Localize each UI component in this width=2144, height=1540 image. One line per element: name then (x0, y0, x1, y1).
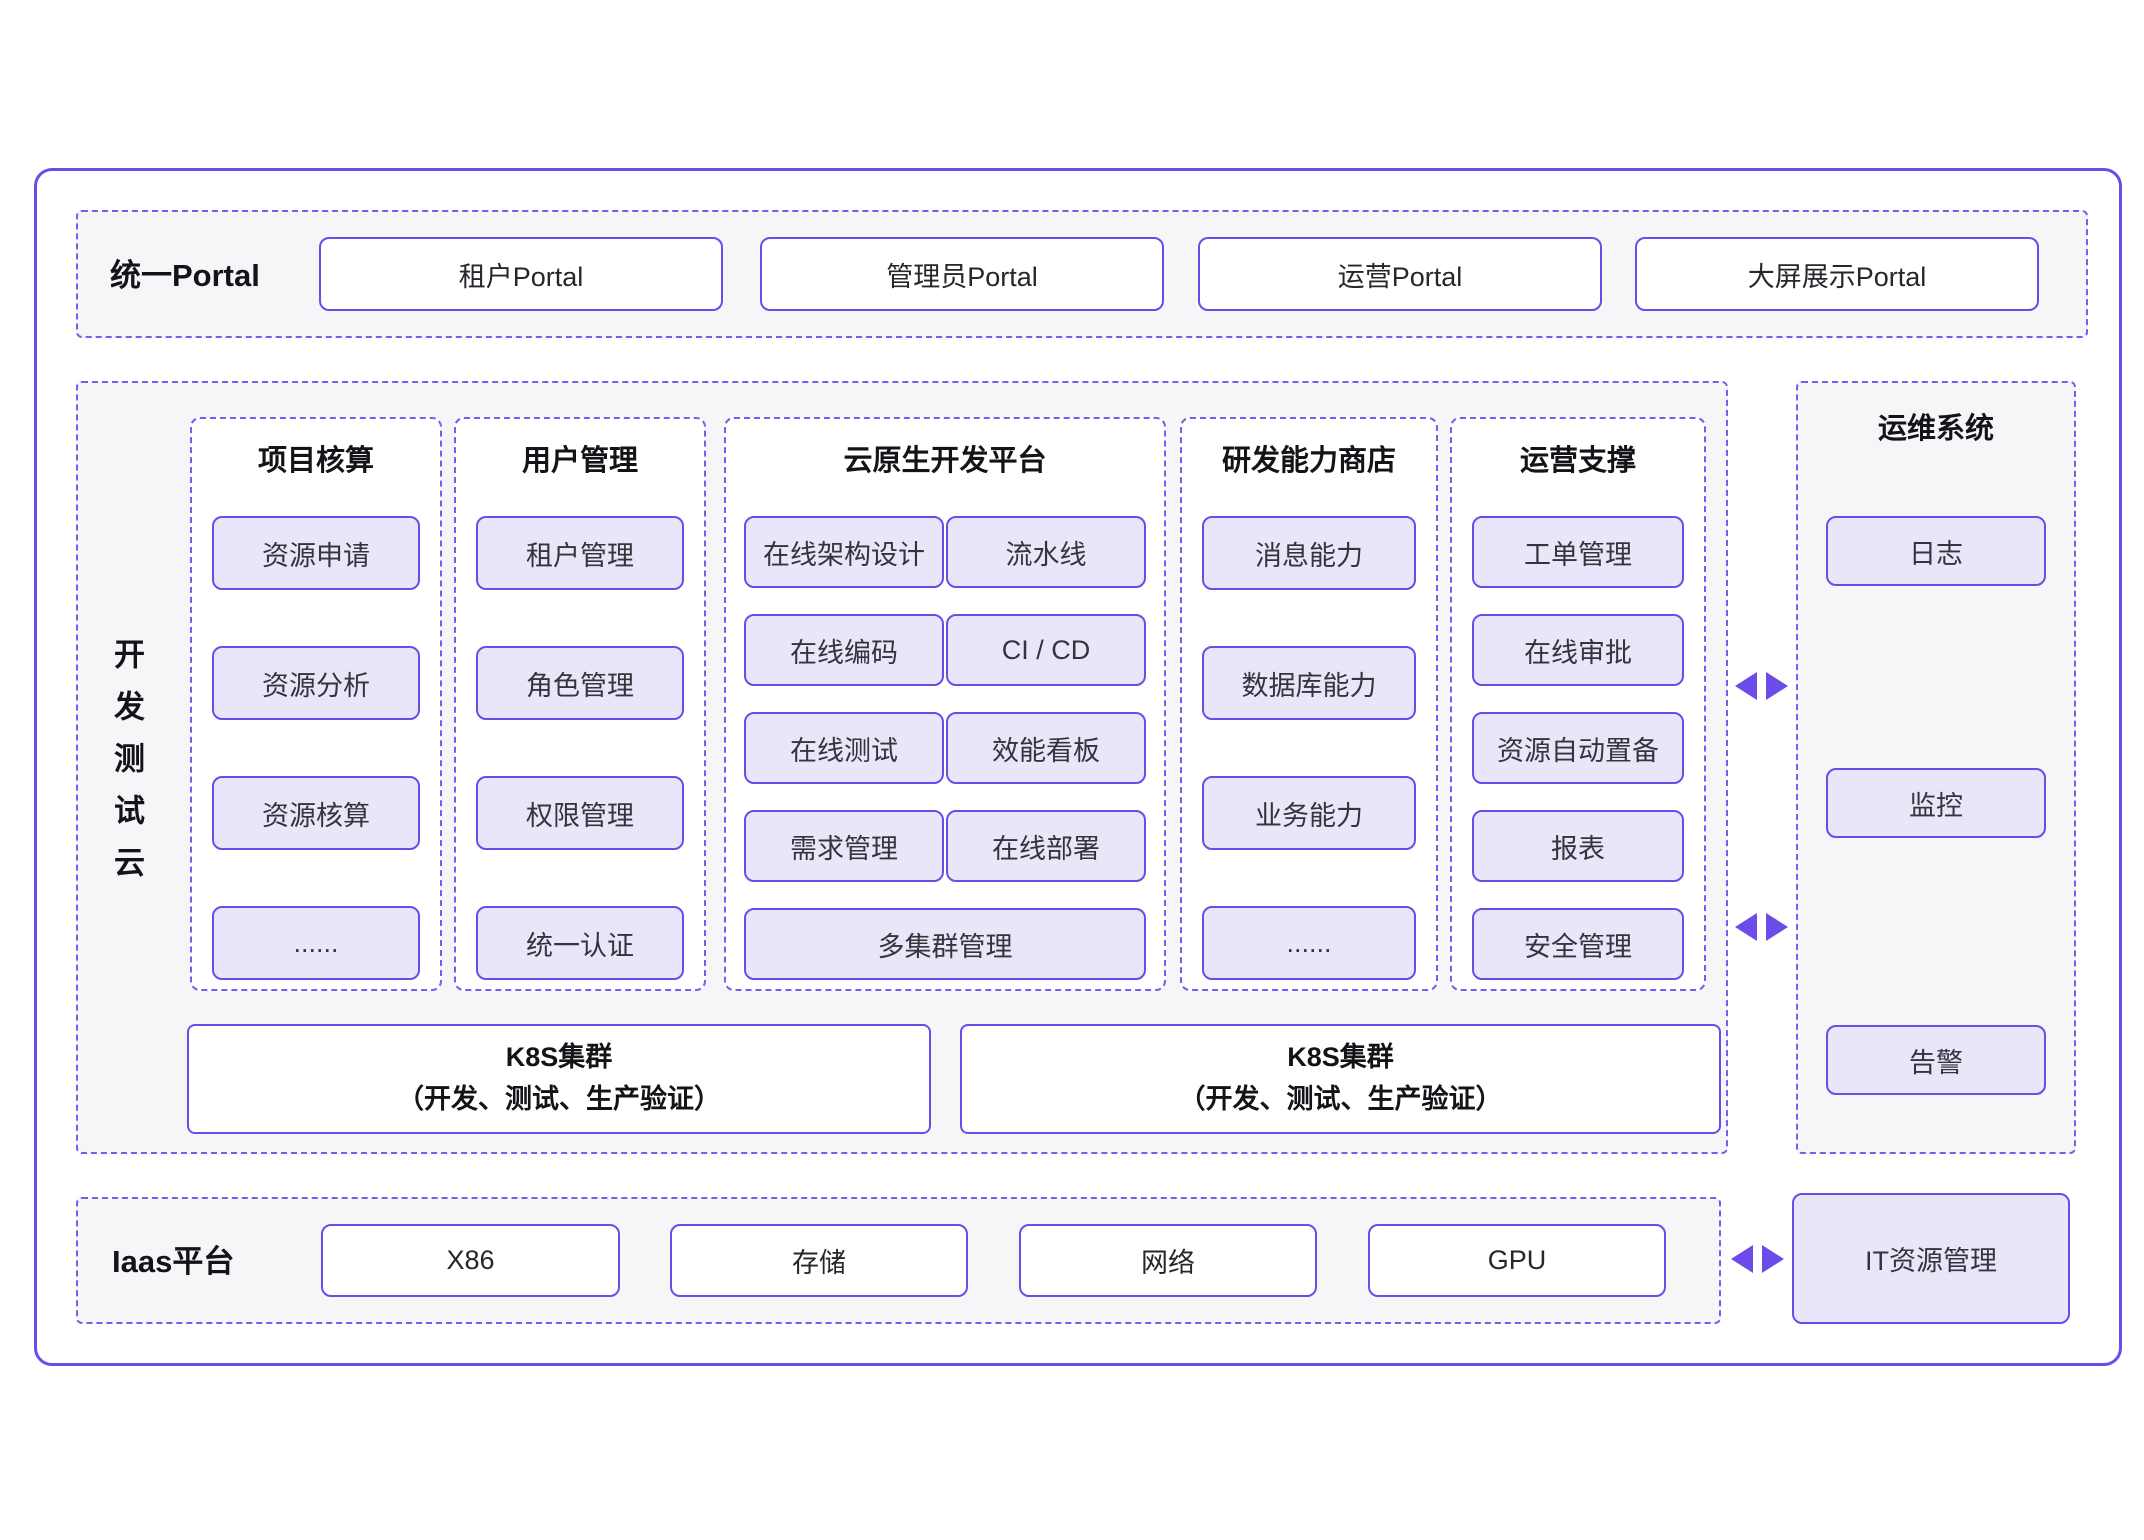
portal-box-bigscreen: 大屏展示Portal (1635, 237, 2039, 311)
k8s-cluster-box: K8S集群 （开发、测试、生产验证） (960, 1024, 1721, 1134)
column-title: 云原生开发平台 (843, 445, 1047, 477)
column-user-mgmt: 用户管理 租户管理 角色管理 权限管理 统一认证 (454, 417, 706, 991)
iaas-section-label: Iaas平台 (112, 1244, 235, 1279)
column-title: 项目核算 (257, 445, 374, 477)
column-title: 运营支撑 (1519, 445, 1636, 477)
item-chip: 数据库能力 (1202, 646, 1416, 720)
iaas-box-gpu: GPU (1368, 1224, 1666, 1297)
item-chip: 在线架构设计 (744, 516, 944, 588)
item-chip: 需求管理 (744, 810, 944, 882)
iaas-box-network: 网络 (1019, 1224, 1317, 1297)
ops-system-panel: 运维系统 日志 监控 告警 (1796, 381, 2076, 1154)
item-chip: 资源分析 (212, 646, 420, 720)
k8s-cluster-title: K8S集群 (1287, 1042, 1394, 1073)
item-chip: CI / CD (946, 614, 1146, 686)
arrow-left-icon (1735, 672, 1757, 700)
item-chip: 权限管理 (476, 776, 684, 850)
item-chip: 业务能力 (1202, 776, 1416, 850)
bidirectional-arrow (1735, 672, 1788, 700)
ops-system-title: 运维系统 (1877, 413, 1994, 445)
portal-box-tenant: 租户Portal (319, 237, 723, 311)
bidirectional-arrow (1735, 913, 1788, 941)
item-chip: 在线编码 (744, 614, 944, 686)
dev-cloud-section: 开发测试云 项目核算 资源申请 资源分析 资源核算 ...... 用户管理 租户… (76, 381, 1728, 1154)
item-chip: 角色管理 (476, 646, 684, 720)
item-chip: 流水线 (946, 516, 1146, 588)
arrow-right-icon (1762, 1245, 1784, 1273)
arrow-right-icon (1766, 672, 1788, 700)
item-chip: ...... (212, 906, 420, 980)
item-chip: 监控 (1826, 768, 2046, 838)
item-chip: 安全管理 (1472, 908, 1684, 980)
k8s-cluster-box: K8S集群 （开发、测试、生产验证） (187, 1024, 931, 1134)
item-chip: 资源自动置备 (1472, 712, 1684, 784)
item-chip: 资源核算 (212, 776, 420, 850)
item-chip: 多集群管理 (744, 908, 1146, 980)
item-chip: 在线部署 (946, 810, 1146, 882)
iaas-box-storage: 存储 (670, 1224, 968, 1297)
item-chip: 告警 (1826, 1025, 2046, 1095)
item-chip: 报表 (1472, 810, 1684, 882)
arrow-left-icon (1735, 913, 1757, 941)
iaas-box-x86: X86 (321, 1224, 620, 1297)
item-chip: 租户管理 (476, 516, 684, 590)
arrow-right-icon (1766, 913, 1788, 941)
column-title: 用户管理 (521, 445, 638, 477)
dev-cloud-label: 开发测试云 (109, 637, 144, 898)
item-chip: 资源申请 (212, 516, 420, 590)
item-chip: 在线审批 (1472, 614, 1684, 686)
portal-box-admin: 管理员Portal (760, 237, 1164, 311)
k8s-cluster-subtitle: （开发、测试、生产验证） (397, 1084, 721, 1114)
item-chip: 在线测试 (744, 712, 944, 784)
column-title: 研发能力商店 (1221, 445, 1396, 477)
portal-section-label: 统一Portal (110, 257, 260, 293)
k8s-cluster-subtitle: （开发、测试、生产验证） (1178, 1084, 1503, 1114)
item-chip: 统一认证 (476, 906, 684, 980)
column-project-accounting: 项目核算 资源申请 资源分析 资源核算 ...... (190, 417, 442, 991)
item-chip: ...... (1202, 906, 1416, 980)
item-chip: 效能看板 (946, 712, 1146, 784)
item-chip: 工单管理 (1472, 516, 1684, 588)
it-resource-box: IT资源管理 (1792, 1193, 2070, 1324)
bidirectional-arrow (1731, 1245, 1784, 1273)
column-capability-store: 研发能力商店 消息能力 数据库能力 业务能力 ...... (1180, 417, 1438, 991)
column-ops-support: 运营支撑 工单管理 在线审批 资源自动置备 报表 安全管理 (1450, 417, 1706, 991)
arrow-left-icon (1731, 1245, 1753, 1273)
item-chip: 消息能力 (1202, 516, 1416, 590)
column-cloud-native: 云原生开发平台 在线架构设计 流水线 在线编码 CI / CD 在线测试 效能看… (724, 417, 1166, 991)
item-chip: 日志 (1826, 516, 2046, 586)
k8s-cluster-title: K8S集群 (505, 1042, 613, 1073)
portal-box-operation: 运营Portal (1198, 237, 1602, 311)
